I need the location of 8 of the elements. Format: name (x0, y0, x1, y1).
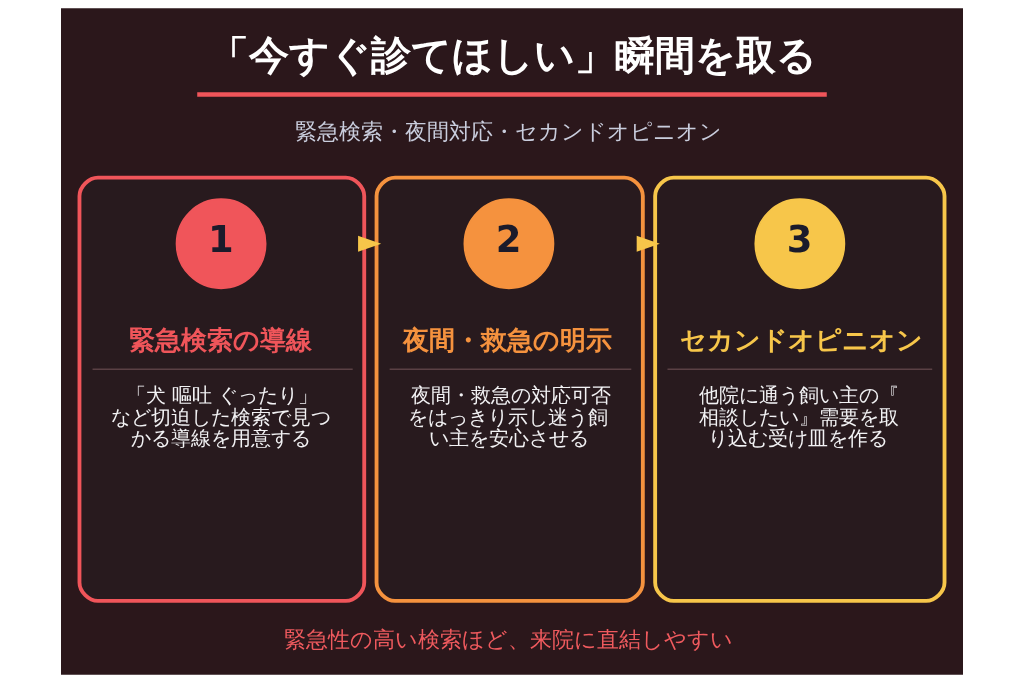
node-circle: 3 (754, 198, 846, 290)
label: 緊急性の高い検索ほど、来院に直結しやすい (284, 626, 734, 652)
arrow (358, 235, 382, 252)
node-circle: 1 (175, 198, 267, 290)
arrow (636, 235, 660, 252)
node-circle: 2 (463, 198, 555, 290)
diagram-title: 「今すぐ診てほしい」瞬間を取る (208, 31, 817, 78)
label: 緊急検索・夜間対応・セカンドオピニオン (295, 118, 723, 144)
